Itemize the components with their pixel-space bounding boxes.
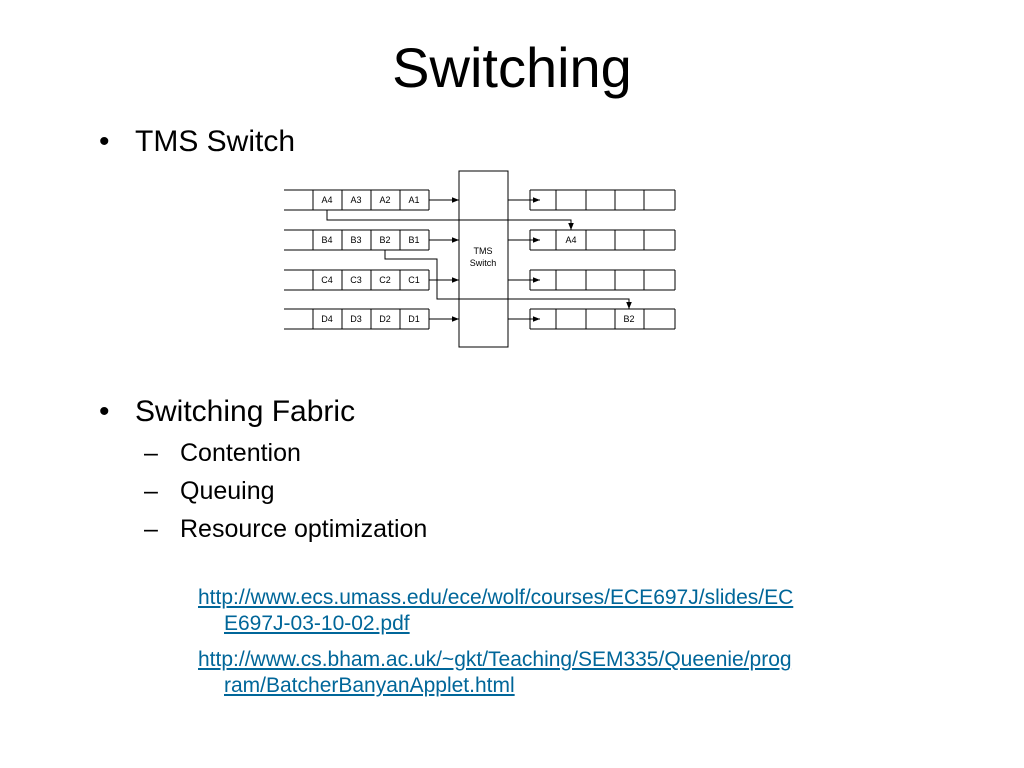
cell-label: A4 — [565, 235, 576, 245]
reference-link-umass[interactable]: http://www.ecs.umass.edu/ece/wolf/course… — [198, 585, 928, 637]
cell-label: D3 — [350, 314, 362, 324]
connectors — [326, 197, 632, 322]
cell-label: B3 — [350, 235, 361, 245]
output-queue-a — [529, 189, 675, 211]
sub-bullet-text: Resource optimization — [180, 515, 428, 543]
cell-label: A3 — [350, 195, 361, 205]
cell-label: B2 — [623, 314, 634, 324]
link-line[interactable]: http://www.ecs.umass.edu/ece/wolf/course… — [198, 586, 794, 609]
switch-label: TMS — [474, 246, 493, 256]
tms-switch-box — [458, 170, 509, 348]
cell-label: C4 — [321, 275, 333, 285]
route-b2 — [384, 250, 632, 309]
input-labels: A4 A3 A2 A1 B4 B3 B2 B1 C4 C3 C2 C1 D4 D… — [321, 195, 420, 324]
reference-link[interactable]: http://www.cs.bham.ac.uk/~gkt/Teaching/S… — [198, 647, 928, 699]
cell-label: D1 — [408, 314, 420, 324]
reference-link[interactable]: http://www.ecs.umass.edu/ece/wolf/course… — [198, 585, 928, 637]
output-queue-d — [529, 308, 675, 330]
output-labels: A4 B2 — [565, 235, 634, 324]
cell-label: C2 — [379, 275, 391, 285]
bullet-switching-fabric: • Switching Fabric — [99, 394, 356, 430]
bullet-text: TMS Switch — [135, 125, 296, 158]
sub-bullet-marker: – — [144, 515, 158, 543]
cell-label: A4 — [321, 195, 332, 205]
sub-bullet-contention: – Contention — [144, 438, 301, 468]
sub-bullet-marker: – — [144, 439, 158, 467]
bullet-marker: • — [99, 395, 110, 428]
switch-label: Switch — [470, 258, 497, 268]
link-line[interactable]: http://www.cs.bham.ac.uk/~gkt/Teaching/S… — [198, 648, 792, 671]
cell-label: D2 — [379, 314, 391, 324]
cell-label: B1 — [408, 235, 419, 245]
route-a4 — [326, 210, 574, 230]
bullet-text: Switching Fabric — [135, 395, 356, 428]
output-queue-lines — [529, 189, 676, 330]
output-queue-c — [529, 269, 675, 291]
link-line[interactable]: ram/BatcherBanyanApplet.html — [224, 674, 515, 697]
cell-label: D4 — [321, 314, 333, 324]
bullet-tms-switch: • TMS Switch — [99, 124, 296, 160]
cell-label: B4 — [321, 235, 332, 245]
sub-bullet-marker: – — [144, 477, 158, 505]
cell-label: C3 — [350, 275, 362, 285]
reference-link-bham[interactable]: http://www.cs.bham.ac.uk/~gkt/Teaching/S… — [198, 647, 928, 699]
cell-label: B2 — [379, 235, 390, 245]
cell-label: A1 — [408, 195, 419, 205]
cell-label: C1 — [408, 275, 420, 285]
bullet-marker: • — [99, 125, 110, 158]
sub-bullet-text: Queuing — [180, 477, 275, 505]
cell-label: A2 — [379, 195, 390, 205]
link-line[interactable]: E697J-03-10-02.pdf — [224, 612, 410, 635]
sub-bullet-resource-optimization: – Resource optimization — [144, 514, 428, 544]
tms-switch-diagram: A4 A3 A2 A1 B4 B3 B2 B1 C4 C3 C2 C1 D4 D… — [284, 170, 676, 348]
output-queue-b — [529, 229, 675, 251]
sub-bullet-text: Contention — [180, 439, 301, 467]
sub-bullet-queuing: – Queuing — [144, 476, 275, 506]
slide-title: Switching — [392, 36, 632, 99]
